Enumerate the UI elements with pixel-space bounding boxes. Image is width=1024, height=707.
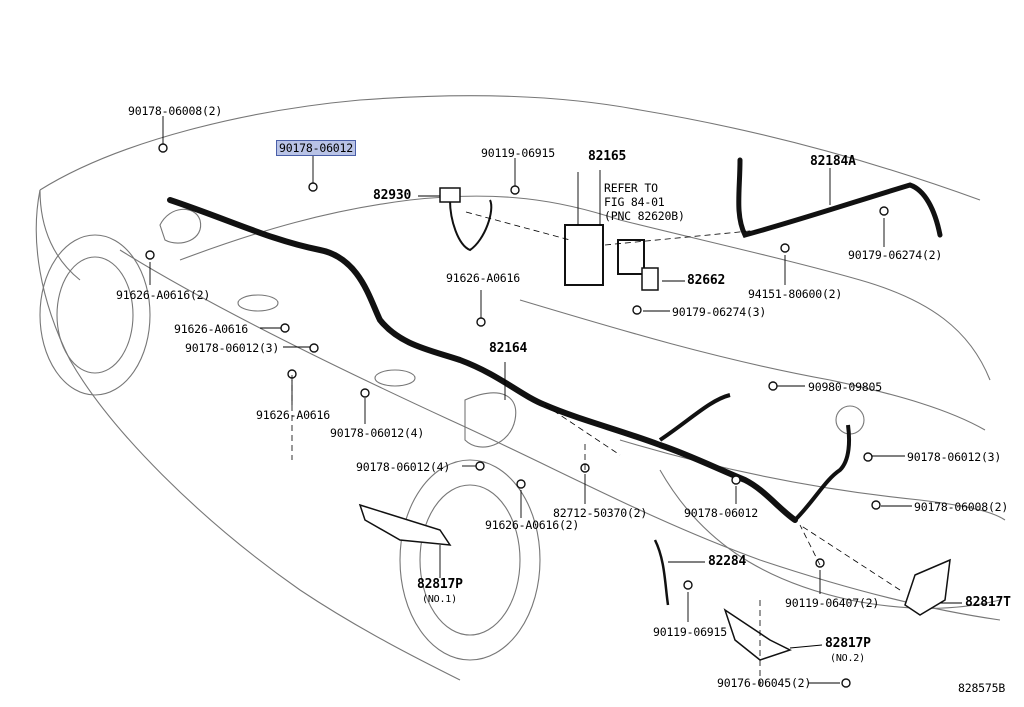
bolt-icon bbox=[280, 323, 290, 333]
callout-82165[interactable]: 82165 bbox=[588, 149, 627, 164]
connector-82930 bbox=[439, 187, 461, 203]
body-side-line bbox=[35, 189, 461, 681]
clip-icon bbox=[841, 678, 851, 688]
callout-90178-06012-highlighted[interactable]: 90178-06012 bbox=[276, 140, 356, 156]
harness-branch bbox=[658, 393, 731, 442]
clip-icon bbox=[475, 461, 485, 471]
front-wheel-inner bbox=[56, 256, 134, 374]
callout-90119-06407[interactable]: 90119-06407(2) bbox=[785, 596, 880, 610]
rear-window-line bbox=[619, 219, 991, 381]
callout-90178-06012-3-b[interactable]: 90178-06012(3) bbox=[907, 450, 1002, 464]
bolt-icon bbox=[476, 317, 486, 327]
clip-icon bbox=[360, 388, 370, 398]
clip-icon bbox=[871, 500, 881, 510]
callout-82817p-no1[interactable]: 82817P bbox=[417, 577, 463, 592]
callout-82712-50370[interactable]: 82712-50370(2) bbox=[553, 506, 648, 520]
callout-90178-06008-2-b[interactable]: 90178-06008(2) bbox=[914, 500, 1009, 514]
harness-trunk-branch bbox=[793, 424, 851, 522]
callout-90178-06012-b[interactable]: 90178-06012 bbox=[684, 506, 758, 520]
front-door-handle bbox=[237, 294, 279, 312]
clip-icon bbox=[780, 243, 790, 253]
callout-90119-06915[interactable]: 90119-06915 bbox=[481, 146, 555, 160]
dashed-guide bbox=[544, 404, 621, 456]
callout-91626-a0616-2-b[interactable]: 91626-A0616(2) bbox=[485, 518, 580, 532]
bolt-icon bbox=[510, 185, 520, 195]
callout-90119-06915-b[interactable]: 90119-06915 bbox=[653, 625, 727, 639]
wire-82284 bbox=[653, 539, 670, 606]
roof-line bbox=[39, 95, 981, 201]
harness-82164 bbox=[167, 197, 798, 523]
side-mirror bbox=[159, 208, 202, 244]
figure-id: 828575B bbox=[958, 681, 1006, 695]
clip-icon bbox=[308, 182, 318, 192]
relay-block bbox=[617, 239, 645, 275]
callout-no2-note: (NO.2) bbox=[830, 653, 865, 664]
bracket-82817p-no1 bbox=[358, 503, 452, 546]
callout-90980-09805[interactable]: 90980-09805 bbox=[808, 380, 882, 394]
callout-90178-06012-4-b[interactable]: 90178-06012(4) bbox=[356, 460, 451, 474]
wire-82930 bbox=[449, 199, 493, 252]
dashed-guide bbox=[799, 524, 901, 591]
callout-82930[interactable]: 82930 bbox=[373, 188, 412, 203]
clip-icon bbox=[632, 305, 642, 315]
dashed-guide bbox=[604, 229, 761, 246]
trunk-line bbox=[519, 299, 986, 431]
callout-82184a[interactable]: 82184A bbox=[810, 154, 856, 169]
dashed-guide bbox=[465, 211, 571, 241]
bumper-lower bbox=[659, 469, 1001, 609]
clip-icon bbox=[731, 475, 741, 485]
clip-icon bbox=[863, 452, 873, 462]
callout-82662[interactable]: 82662 bbox=[687, 273, 726, 288]
callout-91626-a0616-2[interactable]: 91626-A0616(2) bbox=[116, 288, 211, 302]
callout-90179-06274-2[interactable]: 90179-06274(2) bbox=[848, 248, 943, 262]
part-82662 bbox=[641, 267, 659, 291]
rear-wheel-outer bbox=[399, 459, 541, 661]
clip-icon bbox=[158, 143, 168, 153]
bracket-82817p-no2 bbox=[723, 608, 792, 661]
bolt-icon bbox=[683, 580, 693, 590]
rear-wheel-inner bbox=[419, 484, 521, 636]
callout-90178-06012-3[interactable]: 90178-06012(3) bbox=[185, 341, 280, 355]
callout-82284[interactable]: 82284 bbox=[708, 554, 747, 569]
refer-to-note-line3: (PNC 82620B) bbox=[604, 209, 685, 223]
dashed-guide bbox=[799, 524, 821, 566]
belt-line bbox=[119, 249, 1001, 621]
bolt-icon bbox=[145, 250, 155, 260]
window-line bbox=[179, 195, 621, 261]
callout-82817p-no2[interactable]: 82817P bbox=[825, 636, 871, 651]
callout-90178-06012-4[interactable]: 90178-06012(4) bbox=[330, 426, 425, 440]
refer-to-note-line2: FIG 84-01 bbox=[604, 195, 665, 209]
callout-90179-06274-3[interactable]: 90179-06274(3) bbox=[672, 305, 767, 319]
clip-icon bbox=[768, 381, 778, 391]
junction-82165 bbox=[564, 224, 604, 286]
bolt-icon bbox=[516, 479, 526, 489]
harness-82184a bbox=[736, 157, 943, 238]
callout-91626-a0616-c[interactable]: 91626-A0616 bbox=[256, 408, 330, 422]
callout-91626-a0616-b[interactable]: 91626-A0616 bbox=[174, 322, 248, 336]
clip-icon bbox=[879, 206, 889, 216]
callout-91626-a0616[interactable]: 91626-A0616 bbox=[446, 271, 520, 285]
refer-to-note-line1: REFER TO bbox=[604, 181, 658, 195]
callout-90176-06045[interactable]: 90176-06045(2) bbox=[717, 676, 812, 690]
bracket-82817t bbox=[904, 558, 951, 616]
fuel-lid bbox=[464, 392, 517, 448]
callout-no1-note: (NO.1) bbox=[422, 594, 457, 605]
clip-icon bbox=[309, 343, 319, 353]
callout-82817t[interactable]: 82817T bbox=[965, 595, 1011, 610]
front-line bbox=[39, 189, 81, 281]
callout-82164[interactable]: 82164 bbox=[489, 341, 528, 356]
leader-line bbox=[789, 644, 823, 649]
callout-90178-06008[interactable]: 90178-06008(2) bbox=[128, 104, 223, 118]
rear-door-handle bbox=[374, 369, 416, 387]
callout-94151-80600[interactable]: 94151-80600(2) bbox=[748, 287, 843, 301]
front-wheel-outer bbox=[39, 234, 151, 396]
